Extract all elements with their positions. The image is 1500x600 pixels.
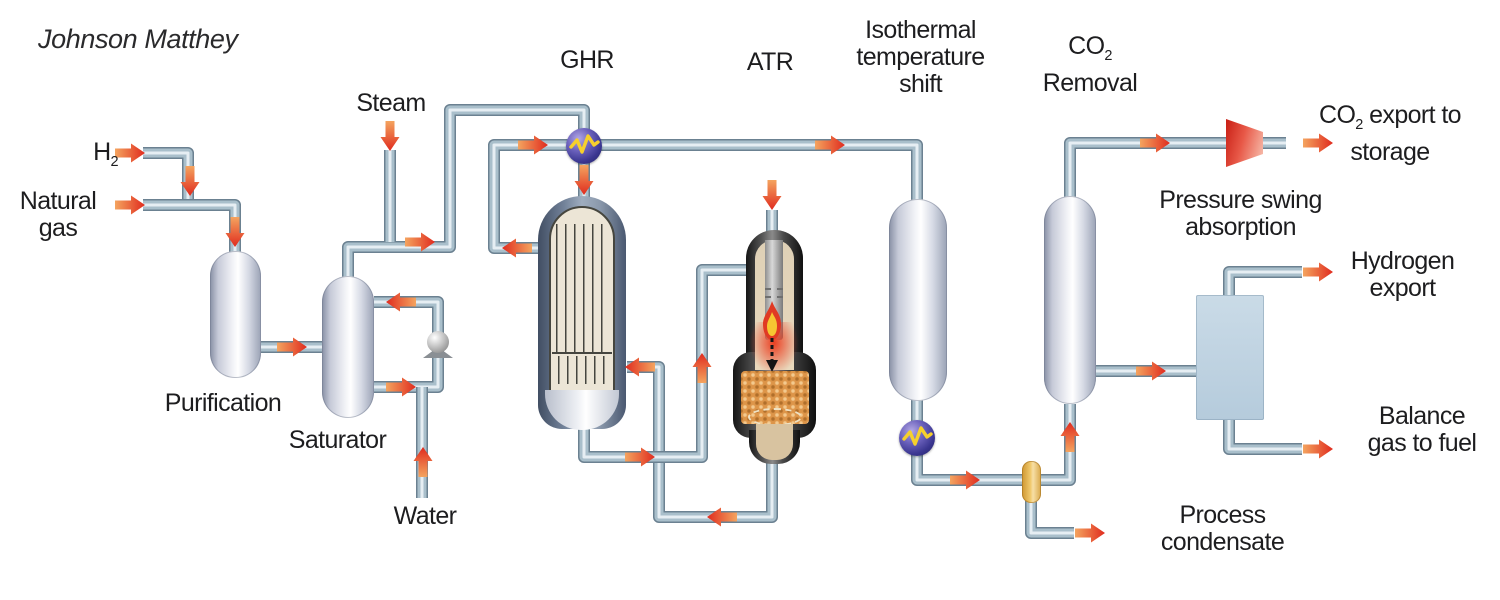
pipe-psa-hydrogen-outlet: [1229, 272, 1302, 296]
label-steam: Steam: [356, 89, 426, 117]
label-saturator: Saturator: [288, 426, 387, 454]
saturator-vessel: [322, 276, 374, 418]
burner-flame-icon: [763, 301, 781, 340]
heat-exchanger-icon: [899, 420, 935, 456]
pipe-natural-gas-feed: [143, 205, 235, 258]
label-hydrogen-export: Hydrogen export: [1350, 247, 1455, 302]
label-co2-export: CO2 export to storage: [1318, 101, 1462, 166]
ghr-tubesheet: [552, 352, 612, 354]
psa-unit: [1196, 295, 1264, 420]
zigzag-icon: [569, 134, 600, 154]
pipe-h2-feed: [143, 153, 188, 205]
ghr-tube-bundle: [556, 224, 609, 354]
label-purification: Purification: [164, 389, 282, 417]
isothermal-shift-vessel: [889, 199, 947, 401]
downflow-dashed-arrow: [766, 338, 778, 372]
label-balance-gas: Balance gas to fuel: [1367, 402, 1477, 457]
zigzag-icon: [902, 426, 933, 446]
label-process-condensate: Process condensate: [1160, 501, 1285, 556]
ghr-tube-tails: [558, 356, 608, 384]
atr-tube-joint: [765, 296, 783, 298]
condensate-separator: [1022, 461, 1041, 503]
pump-icon: [427, 331, 449, 353]
purification-vessel: [210, 251, 261, 378]
label-natural-gas: Natural gas: [19, 187, 97, 242]
label-co2-removal: CO2 Removal: [1042, 32, 1138, 97]
label-isothermal-shift: Isothermal temperature shift: [856, 16, 985, 98]
pipe-process-condensate: [1031, 498, 1074, 533]
label-psa: Pressure swing absorption: [1159, 186, 1322, 241]
johnson-matthey-logo: Johnson Matthey: [38, 24, 238, 54]
pipe-shift-to-co2-removal: [917, 396, 1070, 480]
atr-tube-joint: [765, 288, 783, 290]
label-ghr: GHR: [560, 46, 614, 74]
label-water: Water: [393, 502, 457, 530]
heat-exchanger-icon: [566, 128, 602, 164]
atr-outlet-interior: [756, 424, 793, 460]
co2-removal-vessel: [1044, 196, 1096, 404]
pipe-psa-balance-gas-outlet: [1229, 419, 1302, 449]
label-atr: ATR: [746, 48, 794, 76]
label-h2: H2: [93, 138, 119, 171]
